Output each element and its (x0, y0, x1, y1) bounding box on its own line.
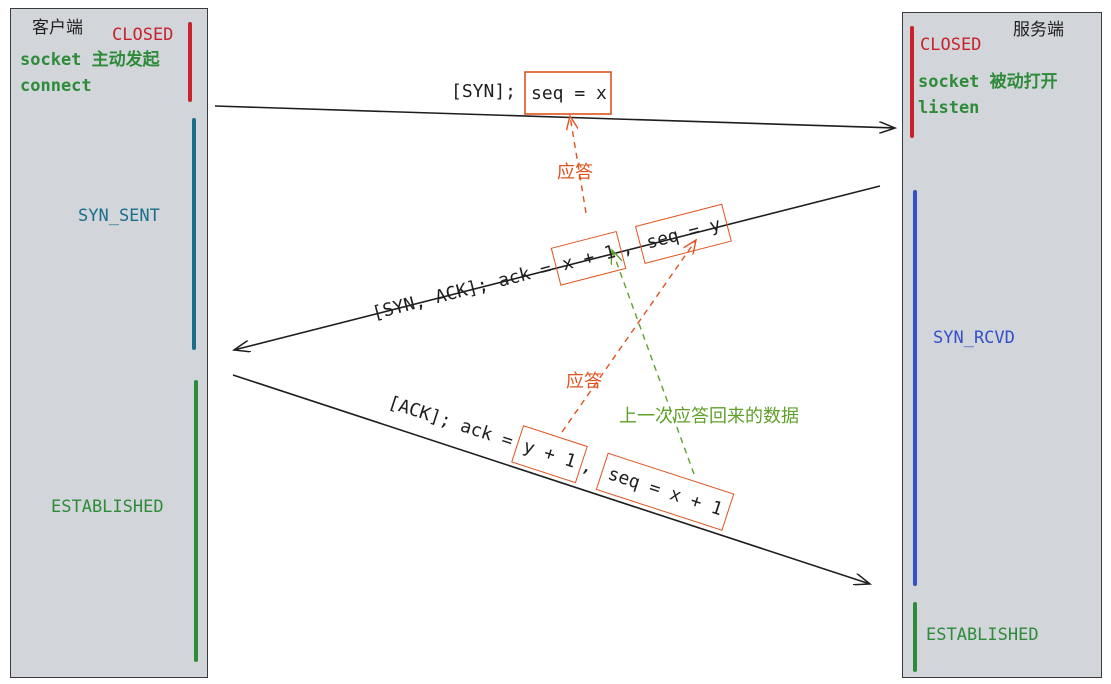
client-state-established: ESTABLISHED (51, 497, 164, 517)
client-state-syn-sent: SYN_SENT (78, 206, 160, 226)
client-connect-label: connect (20, 76, 92, 96)
server-state-syn-rcvd: SYN_RCVD (933, 328, 1015, 348)
syn-seq-label: seq = x (531, 83, 607, 104)
previous-data-arrow (612, 250, 695, 475)
reply-label-1: 应答 (557, 162, 593, 183)
syn-prefix-label: [SYN]; (451, 81, 517, 102)
reply-label-2: 应答 (566, 371, 602, 392)
reply-arrow-1 (570, 116, 587, 214)
client-title: 客户端 (32, 18, 83, 38)
client-syn-sent-bar (192, 118, 196, 350)
server-state-established: ESTABLISHED (926, 625, 1039, 645)
server-syn-rcvd-bar (913, 190, 917, 586)
syn-arrow (214, 105, 895, 128)
synack-arrow (234, 185, 881, 350)
server-title: 服务端 (1013, 20, 1064, 40)
server-established-bar (913, 602, 917, 672)
previous-reply-label: 上一次应答回来的数据 (619, 406, 799, 427)
server-socket-label: socket 被动打开 (918, 72, 1058, 92)
syn-seq-box (524, 71, 612, 115)
client-established-bar (194, 380, 198, 662)
client-state-closed: CLOSED (112, 25, 174, 45)
server-closed-bar (910, 26, 914, 138)
server-listen-label: listen (918, 98, 980, 118)
ack-arrow (232, 374, 870, 584)
client-socket-label: socket 主动发起 (20, 50, 160, 70)
client-closed-bar (188, 22, 192, 102)
server-panel (902, 12, 1102, 678)
server-state-closed: CLOSED (920, 35, 982, 55)
client-panel (10, 8, 208, 678)
